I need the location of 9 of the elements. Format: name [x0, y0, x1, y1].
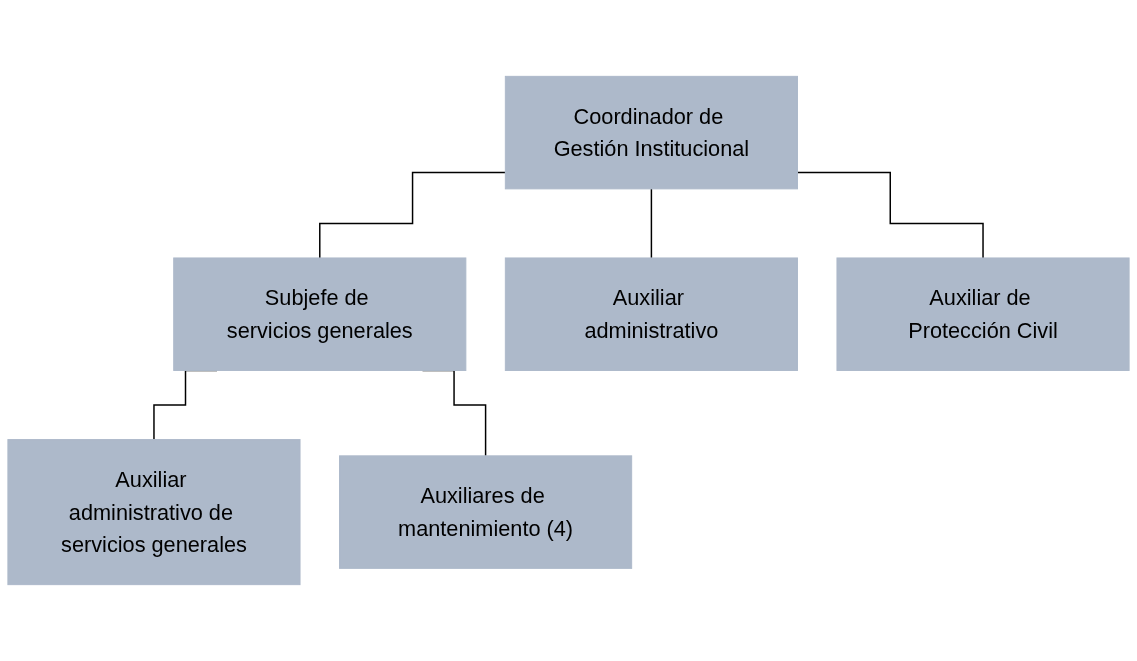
node-box: Auxiliar administrativo de servicios generales: [7, 439, 301, 586]
connector: [650, 188, 653, 259]
node-box: Auxiliar administrativo: [504, 257, 798, 371]
connector: [796, 171, 984, 259]
node-box: Subjefe de servicios generales: [173, 257, 467, 371]
connector: [319, 171, 507, 259]
node-box: Coordinador de Gestión Institucional: [504, 75, 798, 190]
node-box: Auxiliares de mantenimiento (4): [339, 455, 633, 569]
node-box: Auxiliar de Protección Civil: [836, 257, 1130, 371]
